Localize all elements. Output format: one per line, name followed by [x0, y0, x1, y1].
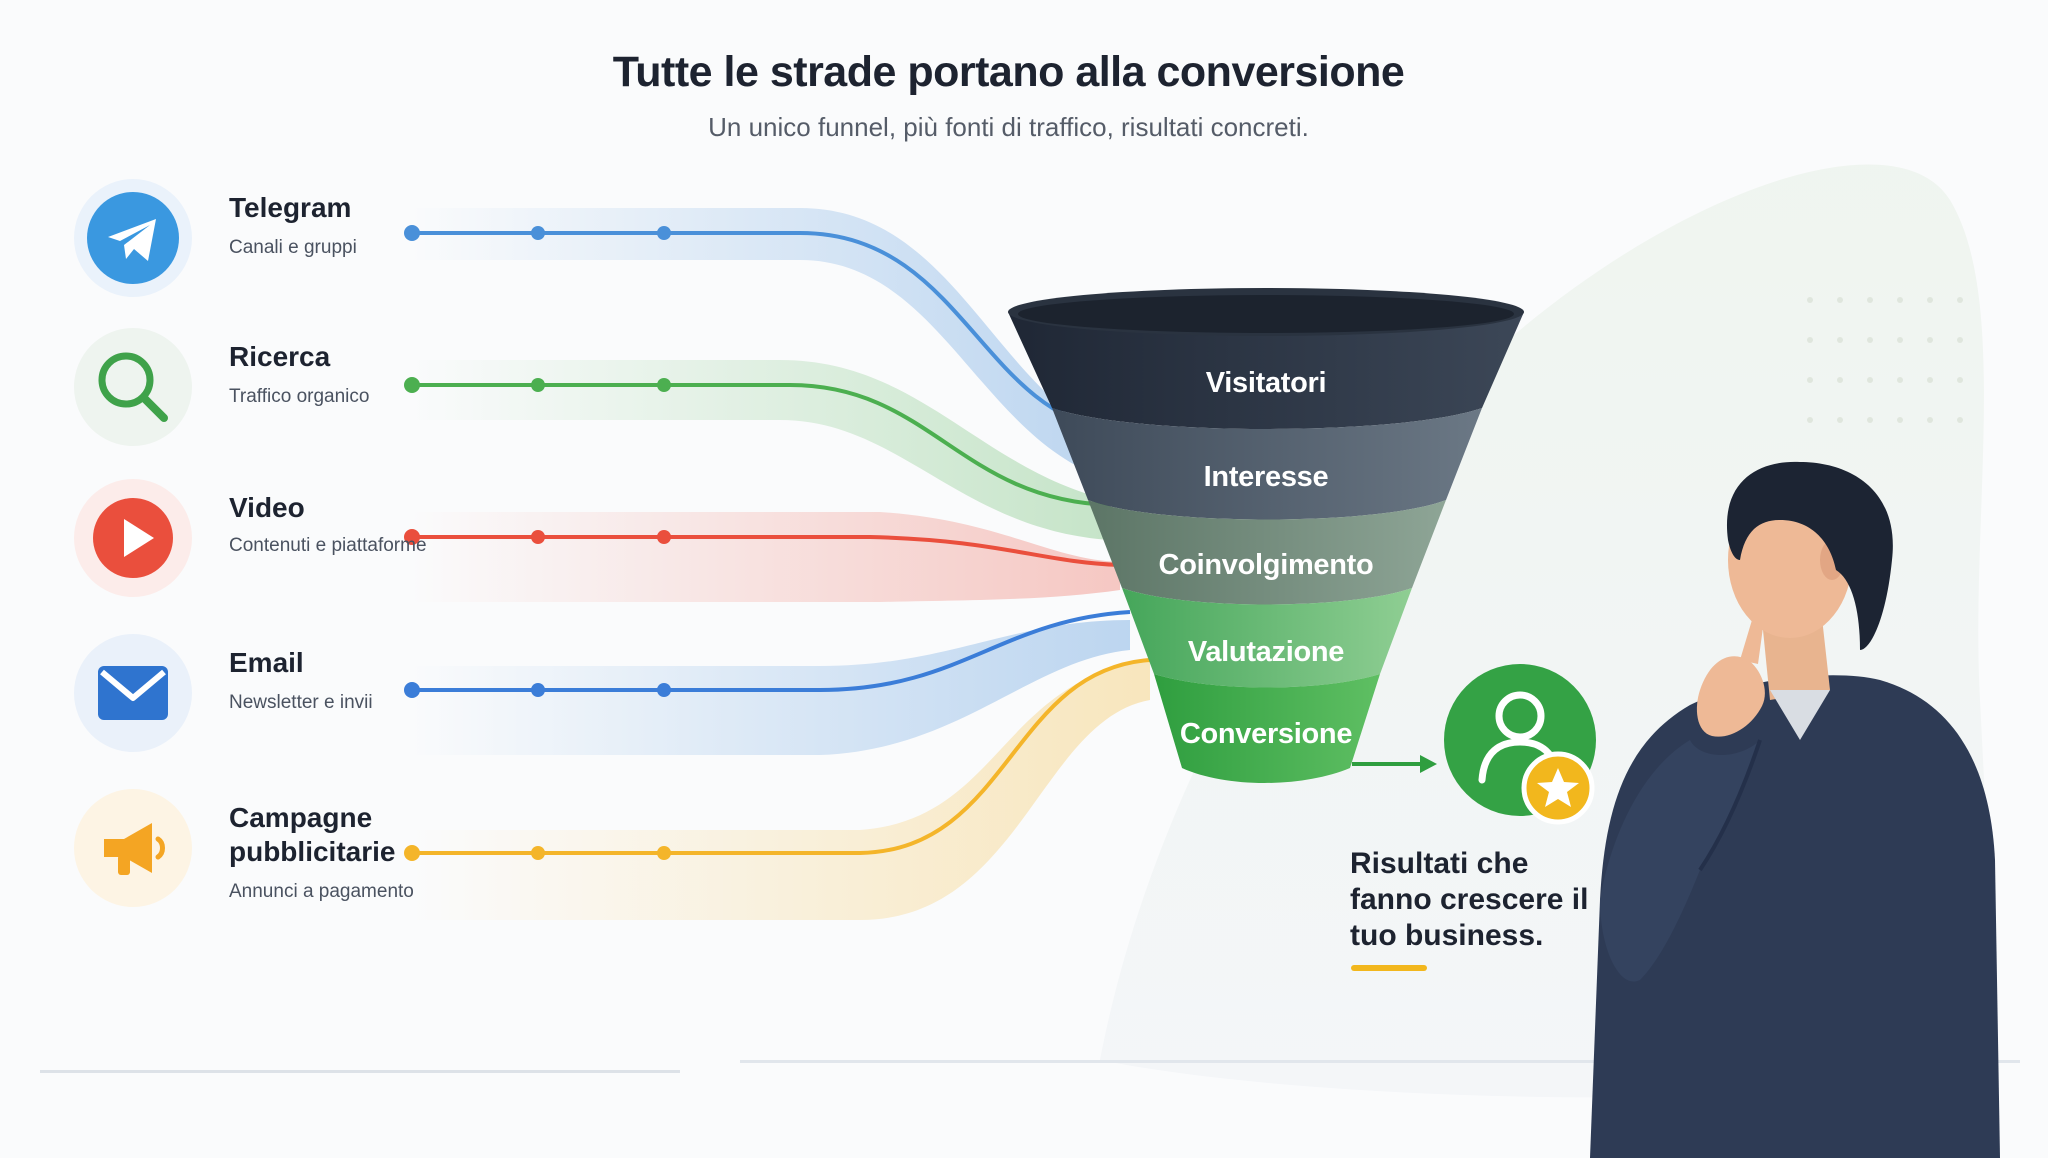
channel-label: Video: [229, 492, 305, 523]
funnel-stage-label: Visitatori: [1205, 367, 1327, 399]
funnel-stage-1: [1008, 312, 1524, 429]
channel-video: Video Contenuti e piattaforme: [74, 479, 494, 609]
channel-search: Ricerca Traffico organico: [74, 328, 494, 458]
channel-label: Telegram: [229, 192, 352, 223]
flow-dots-ads: [404, 845, 671, 861]
telegram-icon: [74, 179, 192, 297]
flow-dots-telegram: [404, 225, 671, 241]
channel-description: Traffico organico: [229, 386, 370, 407]
channel-email: Email Newsletter e invii: [74, 634, 494, 764]
funnel-rim-inner: [1018, 295, 1514, 333]
floor-shadow-left: [40, 1070, 680, 1073]
flow-line-email: [412, 610, 1131, 692]
page-subtitle: Un unico funnel, più fonti di traffico, …: [708, 112, 1309, 142]
user-star-icon: [1444, 664, 1596, 825]
flow-line-video: [412, 535, 1121, 567]
result-underline: [1351, 965, 1427, 971]
funnel-stage-label: Interesse: [1203, 461, 1329, 493]
funnel-stage-3: [1088, 500, 1446, 605]
flow-dots-email: [404, 682, 671, 698]
flow-band-telegram: [410, 208, 1110, 480]
funnel-stage-label: Conversione: [1179, 718, 1353, 750]
funnel-stage-label: Valutazione: [1187, 636, 1345, 668]
funnel-stage-2: [1052, 408, 1482, 520]
channel-label: Campagne pubblicitarie: [229, 802, 396, 867]
flow-dots-search: [404, 377, 671, 393]
flow-dots-video: [404, 529, 671, 545]
channel-description: Annunci a pagamento: [229, 881, 414, 902]
envelope-icon: [74, 634, 192, 752]
floor-shadow-right: [740, 1060, 2020, 1063]
funnel-stage-label: Coinvolgimento: [1158, 549, 1374, 581]
thinking-person: [1590, 461, 2000, 1158]
channel-description: Canali e gruppi: [229, 237, 357, 258]
flow-line-ads: [412, 658, 1151, 855]
channel-label: Email: [229, 647, 304, 678]
megaphone-icon: [74, 789, 192, 907]
funnel-stage-5: [1154, 674, 1380, 783]
conversion-arrow: [1352, 755, 1437, 773]
channel-description: Contenuti e piattaforme: [229, 535, 427, 556]
result-text: Risultati che fanno crescere il tuo busi…: [1350, 847, 1589, 952]
channel-ads: Campagne pubblicitarie Annunci a pagamen…: [74, 789, 494, 919]
channel-telegram: Telegram Canali e gruppi: [74, 179, 494, 309]
page-title: Tutte le strade portano alla conversione: [612, 48, 1405, 96]
channel-label: Ricerca: [229, 341, 331, 372]
flow-band-video: [410, 512, 1120, 602]
flow-line-search: [412, 383, 1111, 507]
play-icon: [74, 479, 192, 597]
background-dot-grid: [1807, 297, 1963, 423]
flow-band-email: [410, 620, 1130, 755]
search-icon: [74, 328, 192, 446]
flow-band-search: [410, 360, 1110, 540]
funnel: [1008, 288, 1524, 783]
funnel-stage-4: [1122, 588, 1412, 688]
channel-description: Newsletter e invii: [229, 692, 373, 713]
